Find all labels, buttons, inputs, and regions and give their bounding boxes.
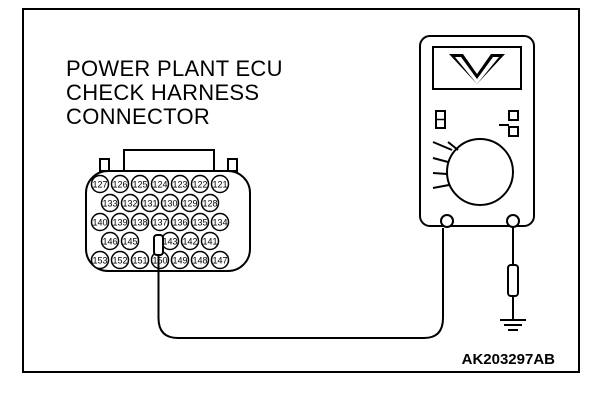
positive-test-lead: [157, 228, 444, 339]
ground-lead: [500, 227, 526, 331]
connector-pin-label-143: 143: [162, 237, 177, 247]
connector-pin-136: [170, 212, 190, 232]
connector-pin-145: [120, 231, 140, 251]
connector-pin-140: [90, 212, 110, 232]
connector-pin-129: [180, 193, 200, 213]
connector-pin-152: [110, 250, 130, 270]
connector-pin-label-147: 147: [212, 256, 227, 266]
connector-pin-134: [210, 212, 230, 232]
connector-pin-label-129: 129: [182, 199, 197, 209]
connector-pin-label-134: 134: [212, 218, 227, 228]
connector-pin-127: [90, 174, 110, 194]
connector-pin-label-131: 131: [142, 199, 157, 209]
connector-pin-131: [140, 193, 160, 213]
connector-pin-label-125: 125: [132, 180, 147, 190]
figure-code: AK203297AB: [462, 351, 556, 368]
connector-pin-label-122: 122: [192, 180, 207, 190]
connector-pin-138: [130, 212, 150, 232]
connector-pin-146: [100, 231, 120, 251]
meter-button-1-icon: [508, 110, 519, 121]
connector-pin-141: [200, 231, 220, 251]
ecu-check-harness-connector: 127 126 125 124 123 122 121 133 132 131 130 129 128 1…: [85, 149, 251, 272]
connector-pin-147: [210, 250, 230, 270]
connector-lock-tab: [123, 149, 215, 171]
connector-pin-125: [130, 174, 150, 194]
connector-pin-124: [150, 174, 170, 194]
connector-pin-128: [200, 193, 220, 213]
connector-pin-label-149: 149: [172, 256, 187, 266]
multimeter: [419, 35, 535, 228]
connector-pin-label-140: 140: [92, 218, 107, 228]
connector-pin-label-126: 126: [112, 180, 127, 190]
meter-display-v-icon: [449, 54, 505, 84]
connector-pin-label-136: 136: [172, 218, 187, 228]
probe-tip: [153, 234, 164, 256]
connector-ear-left: [99, 158, 110, 172]
connector-pin-121: [210, 174, 230, 194]
connector-pin-label-148: 148: [192, 256, 207, 266]
connector-pin-label-128: 128: [202, 199, 217, 209]
ground-probe-tip: [507, 264, 519, 297]
title-line-3: CONNECTOR: [66, 104, 210, 129]
connector-pin-153: [90, 250, 110, 270]
connector-pin-label-153: 153: [92, 256, 107, 266]
connector-pin-126: [110, 174, 130, 194]
connector-pin-label-127: 127: [92, 180, 107, 190]
connector-pin-label-138: 138: [132, 218, 147, 228]
connector-pin-123: [170, 174, 190, 194]
connector-pin-148: [190, 250, 210, 270]
connector-pin-grid: 127 126 125 124 123 122 121 133 132 131 130 129 128 1…: [90, 174, 230, 270]
connector-pin-149: [170, 250, 190, 270]
connector-pin-label-132: 132: [122, 199, 137, 209]
connector-pin-label-146: 146: [102, 237, 117, 247]
connector-pin-label-133: 133: [102, 199, 117, 209]
ground-symbol-icon: [500, 319, 526, 331]
connector-pin-label-141: 141: [202, 237, 217, 247]
connector-pin-label-142: 142: [182, 237, 197, 247]
connector-pin-142: [180, 231, 200, 251]
connector-pin-label-130: 130: [162, 199, 177, 209]
connector-pin-137: [150, 212, 170, 232]
connector-pin-label-121: 121: [212, 180, 227, 190]
meter-button-2-icon: [508, 126, 519, 137]
connector-pin-label-123: 123: [172, 180, 187, 190]
connector-pin-139: [110, 212, 130, 232]
connector-pin-133: [100, 193, 120, 213]
title-line-1: POWER PLANT ECU: [66, 56, 283, 81]
connector-pin-label-137: 137: [152, 218, 167, 228]
positive-jack-icon: [440, 214, 454, 228]
connector-pin-label-145: 145: [122, 237, 137, 247]
figure-frame: [22, 8, 580, 373]
meter-display: [432, 46, 522, 90]
connector-pin-label-135: 135: [192, 218, 207, 228]
connector-ear-right: [227, 158, 238, 172]
connector-pin-label-152: 152: [112, 256, 127, 266]
connector-pin-135: [190, 212, 210, 232]
connector-pin-130: [160, 193, 180, 213]
connector-pin-132: [120, 193, 140, 213]
connector-pin-label-151: 151: [132, 256, 147, 266]
connector-pin-label-124: 124: [152, 180, 167, 190]
connector-pin-label-150: 150: [152, 256, 167, 266]
connector-pin-122: [190, 174, 210, 194]
range-switch-icon: [432, 138, 514, 206]
connector-pin-label-139: 139: [112, 218, 127, 228]
connector-pin-151: [130, 250, 150, 270]
title-line-2: CHECK HARNESS: [66, 80, 259, 105]
negative-jack-icon: [506, 214, 520, 228]
probe-lead-assembly: [153, 228, 444, 339]
